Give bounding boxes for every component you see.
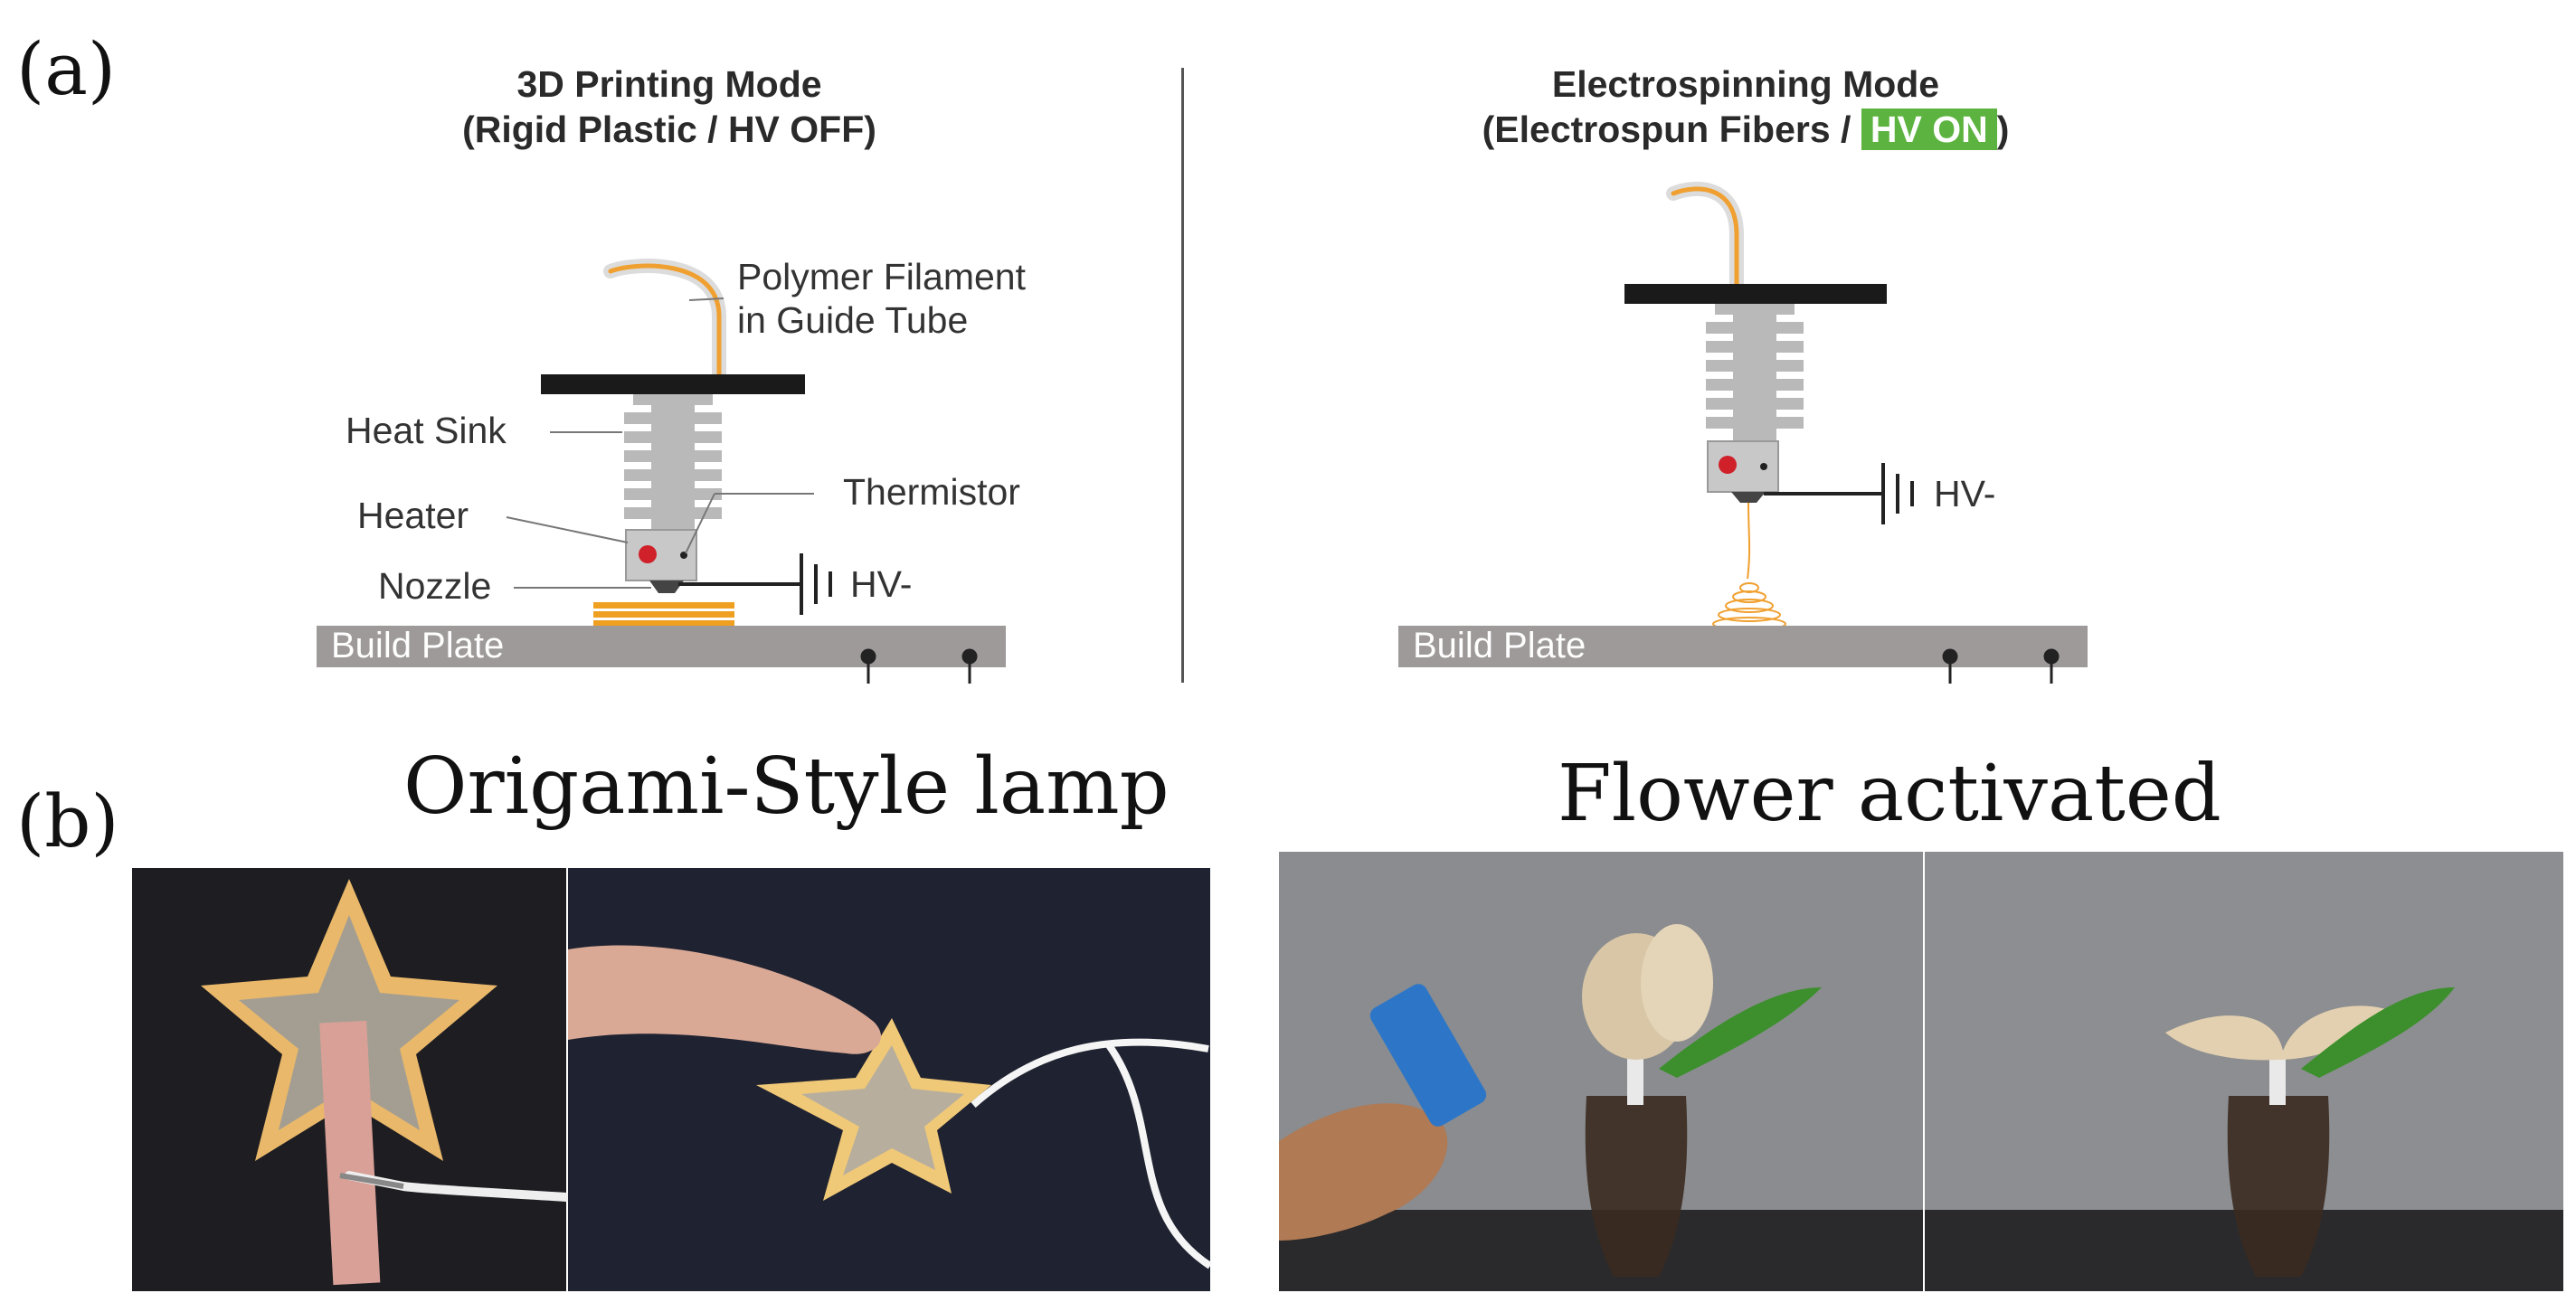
hv-battery-symbol xyxy=(800,553,832,615)
carriage-bar xyxy=(541,374,805,394)
print-mode-title: 3D Printing Mode (Rigid Plastic / HV OFF… xyxy=(344,61,995,152)
heater-label: Heater xyxy=(357,495,469,536)
electrospun-fiber xyxy=(1747,502,1751,580)
print-mode-diagram xyxy=(317,259,1006,684)
flower-photo-title: Flower activated xyxy=(1558,749,2221,839)
filament-label-line1: Polymer Filament xyxy=(737,256,1026,297)
build-plate-label-left: Build Plate xyxy=(331,626,505,665)
hv-label-right: HV- xyxy=(1934,473,1996,514)
vase-2 xyxy=(2165,987,2455,1277)
panel-a-label: (a) xyxy=(16,27,117,111)
electrospin-mode-title-line2: (Electrospun Fibers / HV ON) xyxy=(1420,107,2071,152)
electrospin-mode-title: Electrospinning Mode (Electrospun Fibers… xyxy=(1420,61,2071,152)
flower-photos xyxy=(1279,852,2563,1291)
heater-callout-line xyxy=(506,516,629,543)
panel-divider xyxy=(1181,68,1184,683)
lamp-photos xyxy=(132,868,1213,1291)
build-plate-right xyxy=(1398,626,2088,667)
filament-label-line2: in Guide Tube xyxy=(737,299,969,341)
thermistor-label: Thermistor xyxy=(843,471,1020,513)
heat-sink-label: Heat Sink xyxy=(346,410,507,451)
print-mode-title-line2: (Rigid Plastic / HV OFF) xyxy=(462,109,876,150)
nozzle xyxy=(649,580,684,593)
hv-on-badge: HV ON xyxy=(1861,109,1997,150)
heat-sink-fins xyxy=(624,394,722,530)
hv-label-left: HV- xyxy=(850,563,913,605)
finger xyxy=(568,945,882,1054)
electrospin-title-suffix: ) xyxy=(1996,109,2010,150)
heater-block-right xyxy=(1707,440,1779,493)
filament-strand-right xyxy=(1671,186,1739,290)
heater-dot-right xyxy=(1719,456,1737,474)
nozzle-label: Nozzle xyxy=(378,565,492,607)
electrospin-mode-diagram xyxy=(1398,182,2088,684)
plate-pins xyxy=(860,648,978,684)
thermistor-dot-right xyxy=(1760,463,1767,470)
electrospin-mode-title-line1: Electrospinning Mode xyxy=(1551,63,1940,105)
printed-layers xyxy=(593,602,734,627)
hv-battery-symbol-right xyxy=(1881,463,1914,524)
build-plate xyxy=(317,626,1006,667)
plate-pins-right xyxy=(1942,648,2060,684)
carriage-bar-right xyxy=(1624,284,1887,304)
lamp-cable-2 xyxy=(1105,1043,1213,1270)
lamp-cable xyxy=(971,1038,1209,1108)
spray-bottle xyxy=(1369,984,1487,1127)
hand xyxy=(1279,1103,1448,1241)
filament-label: Polymer Filament in Guide Tube xyxy=(737,255,1026,342)
lamp-photo-1-star xyxy=(201,879,571,1286)
thermistor-callout-line-2 xyxy=(685,493,715,554)
build-plate-label-right: Build Plate xyxy=(1413,626,1586,665)
filament-strand xyxy=(608,263,722,382)
filament-callout-line xyxy=(688,297,724,301)
lamp-photo-2-star xyxy=(756,1018,1213,1270)
electrospin-title-prefix: (Electrospun Fibers / xyxy=(1482,109,1861,150)
heat-sink-fins-right xyxy=(1706,304,1804,441)
panel-b-label: (b) xyxy=(16,779,119,864)
print-mode-title-line1: 3D Printing Mode xyxy=(516,63,822,105)
nozzle-right xyxy=(1731,492,1766,503)
heater-dot xyxy=(639,545,657,563)
vase-1 xyxy=(1582,924,1822,1277)
lamp-photo-title: Origami-Style lamp xyxy=(403,741,1170,832)
